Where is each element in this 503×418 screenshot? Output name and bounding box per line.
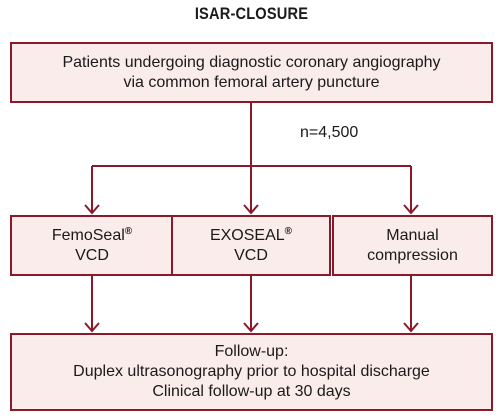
arrow-right-manual <box>403 204 419 215</box>
followup-box: Follow-up: Duplex ultrasonography prior … <box>10 333 493 411</box>
arm-femoseal-line-2: VCD <box>75 246 109 264</box>
arm-manual-name: Manual <box>386 226 439 244</box>
arm-box-exoseal: EXOSEAL® VCD <box>171 215 331 276</box>
followup-line-2: Duplex ultrasonography prior to hospital… <box>73 363 430 380</box>
arm-exoseal-name: EXOSEAL® <box>209 225 293 244</box>
followup-line-1: Follow-up: <box>214 343 289 360</box>
arrow-manual-followup <box>403 322 419 333</box>
arrow-middle-exoseal <box>243 204 259 215</box>
arrow-exoseal-followup <box>243 322 259 333</box>
arm-box-femoseal: FemoSeal® VCD <box>10 215 174 276</box>
arm-manual-line-2: compression <box>367 246 458 264</box>
population-line-1: Patients undergoing diagnostic coronary … <box>62 53 441 71</box>
arm-exoseal-line-2: VCD <box>234 246 268 264</box>
arrow-left-femoseal <box>84 204 100 215</box>
followup-line-3: Clinical follow-up at 30 days <box>152 383 351 400</box>
diagram-title: ISAR-CLOSURE <box>194 4 309 23</box>
arm-femoseal-name: FemoSeal® <box>51 225 133 244</box>
population-box: Patients undergoing diagnostic coronary … <box>10 42 493 103</box>
arrow-femoseal-followup <box>84 322 100 333</box>
arm-box-manual-compression: Manual compression <box>332 215 493 276</box>
sample-size-label: n=4,500 <box>300 124 359 141</box>
population-line-2: via common femoral artery puncture <box>123 73 380 91</box>
